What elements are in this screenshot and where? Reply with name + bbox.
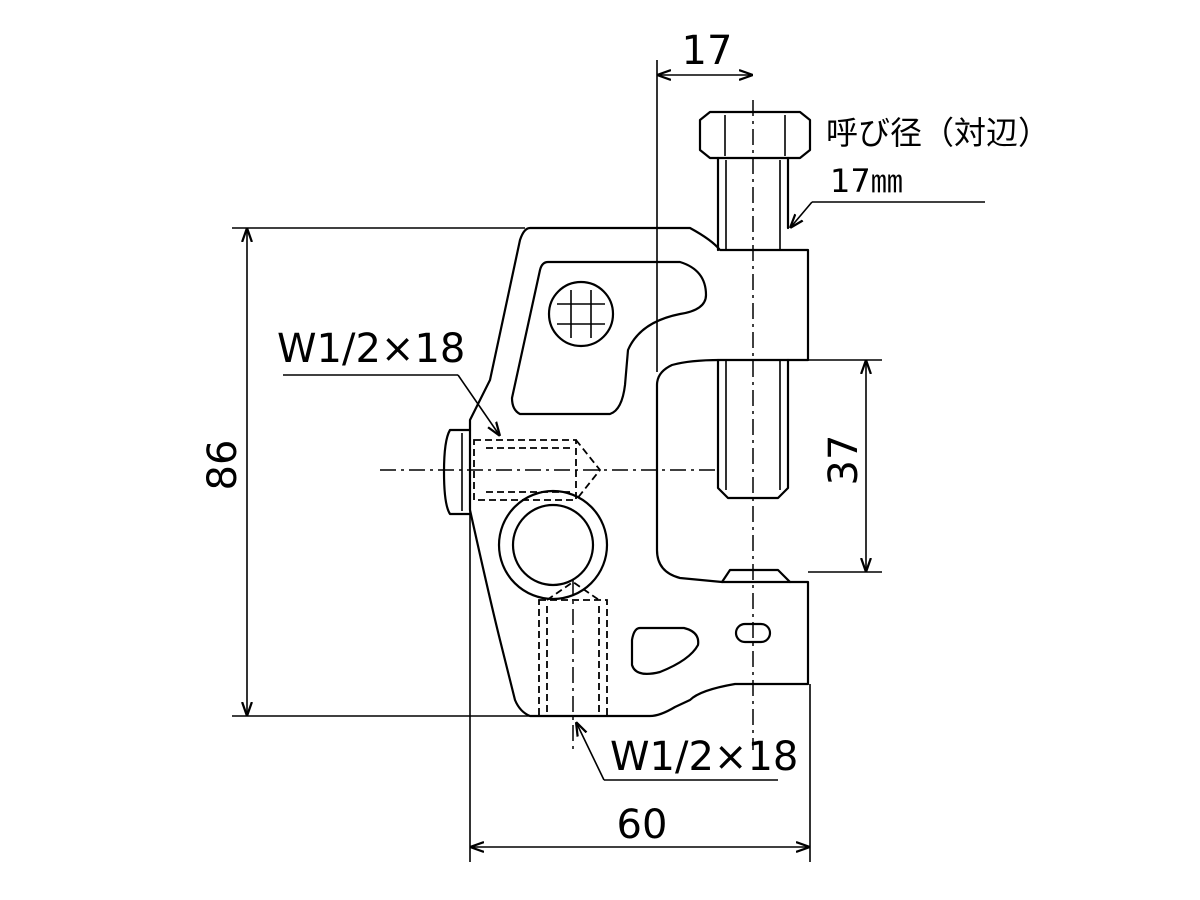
upper-window — [510, 260, 708, 416]
lower-window — [630, 626, 700, 675]
round-hole-inner — [511, 503, 595, 587]
bottom-thread-label: W1/2×18 — [610, 734, 798, 780]
callout-side-thread: W1/2×18 — [277, 326, 500, 436]
callout-bottom-thread: W1/2×18 — [576, 722, 798, 781]
side-thread-label: W1/2×18 — [277, 326, 465, 372]
hatched-circle — [547, 280, 615, 348]
bolt — [698, 110, 812, 584]
dimension-17: 17 — [656, 28, 753, 372]
dim-label-60: 60 — [617, 802, 668, 848]
bolt-head — [698, 110, 812, 160]
bottom-thread — [538, 580, 608, 717]
dim-label-86: 86 — [200, 440, 246, 491]
dim-label-17: 17 — [682, 28, 733, 74]
round-hole-outer — [497, 489, 609, 601]
clamp-body — [468, 226, 810, 718]
dimension-60: 60 — [469, 510, 811, 862]
dimension-86: 86 — [200, 227, 540, 717]
bolt-label-line1: 呼び径（対辺） — [826, 114, 1050, 152]
bolt-label-line2: 17㎜ — [830, 162, 903, 200]
dimension-37: 37 — [808, 359, 882, 573]
dim-label-37: 37 — [821, 435, 867, 486]
callout-bolt-size: 呼び径（対辺） 17㎜ — [790, 114, 1050, 228]
